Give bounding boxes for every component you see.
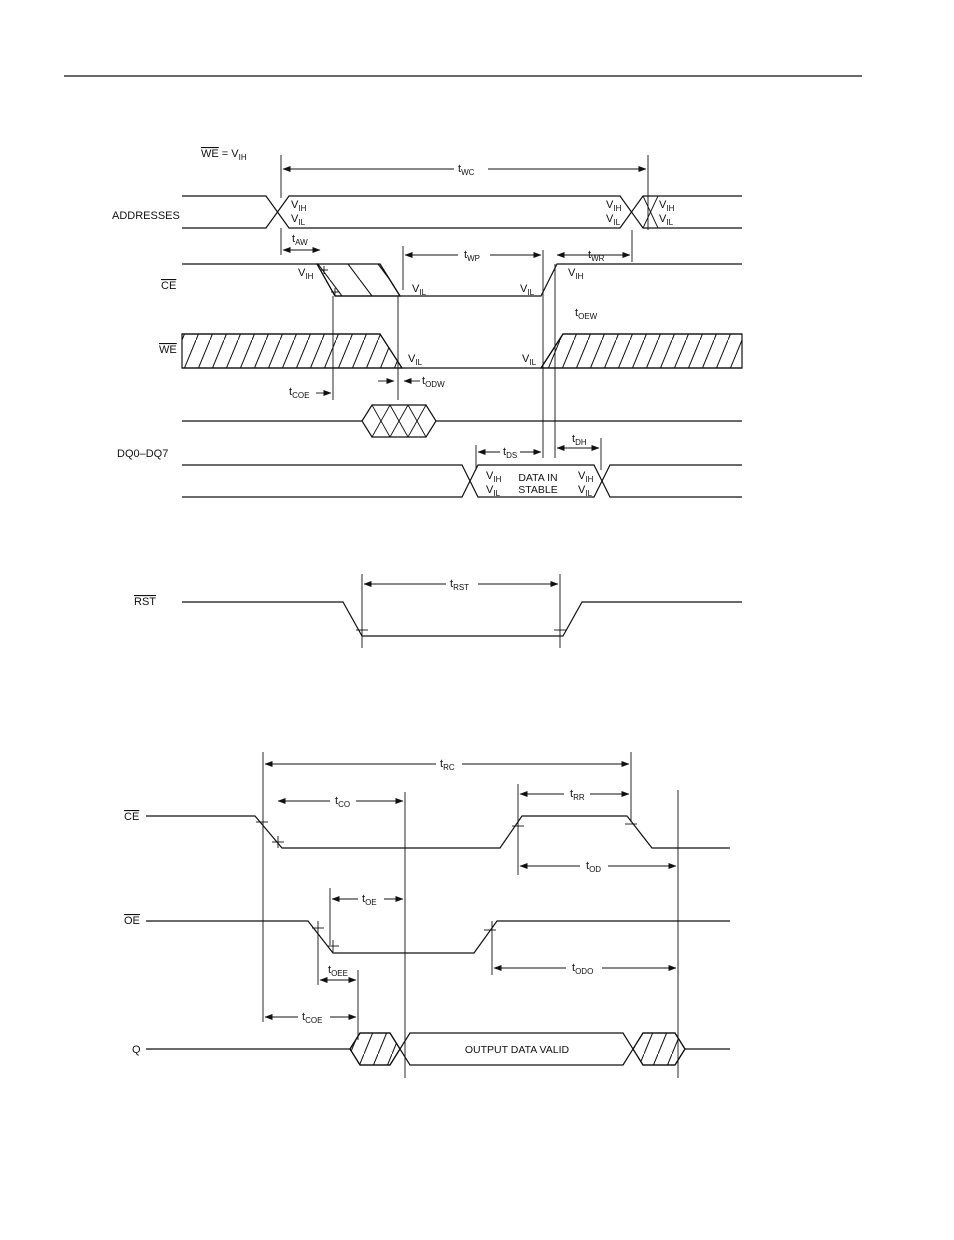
toew-label: tOEW — [575, 307, 598, 321]
addresses-waveform — [182, 196, 742, 228]
ce-vih-left: VIH — [298, 267, 314, 281]
data-in-label: DATA IN — [518, 472, 557, 484]
todw-label: tODW — [422, 375, 445, 389]
twr-label: tWR — [588, 249, 605, 263]
data-stable-label: STABLE — [518, 484, 558, 496]
write-tcoe-label: tCOE — [289, 386, 309, 400]
we-waveform — [182, 334, 742, 368]
dq-vih-right: VIH — [578, 470, 594, 484]
read-ce-label: CE — [124, 811, 139, 823]
addresses-label: ADDRESSES — [112, 210, 180, 222]
tds-label: tDS — [503, 446, 517, 460]
read-cycle-diagram: tRC tCO tRR CE tOD tOE OE — [124, 752, 730, 1078]
ce-label: CE — [161, 280, 176, 292]
oe-waveform — [146, 921, 730, 953]
write-cycle-diagram: WE = VIH tWC ADDRESSES VIH VIL VIH VIL V… — [112, 148, 742, 498]
rst-waveform — [182, 602, 742, 636]
addr-vih-right: VIH — [659, 199, 675, 213]
reset-diagram: RST tRST — [134, 574, 742, 648]
q-label: Q — [132, 1044, 141, 1056]
todo-label: tODO — [572, 962, 593, 976]
dq-label: DQ0–DQ7 — [117, 448, 168, 460]
q-waveform — [146, 1033, 730, 1065]
dq-vih-left: VIH — [486, 470, 502, 484]
we-label: WE — [159, 344, 177, 356]
read-tcoe-label: tCOE — [302, 1011, 322, 1025]
addr-vih-left: VIH — [291, 199, 307, 213]
toe-label: tOE — [362, 893, 377, 907]
trst-label: tRST — [450, 578, 469, 592]
output-data-valid-label: OUTPUT DATA VALID — [465, 1044, 570, 1056]
twc-label: tWC — [458, 163, 475, 177]
trc-label: tRC — [440, 758, 455, 772]
oe-label: OE — [124, 915, 140, 927]
addr-vil-mid: VIL — [606, 213, 621, 227]
tod-label: tOD — [586, 860, 601, 874]
condition-sub: IH — [239, 153, 247, 162]
twp-label: tWP — [464, 249, 480, 263]
read-ce-waveform — [146, 816, 730, 848]
we-vil-right: VIL — [522, 353, 537, 367]
toee-label: tOEE — [328, 964, 348, 978]
ce-vil-left: VIL — [412, 283, 427, 297]
addr-vil-right: VIL — [659, 213, 674, 227]
condition-eq: = V — [219, 148, 240, 160]
addr-vil-left: VIL — [291, 213, 306, 227]
tco-label: tCO — [335, 795, 350, 809]
tdh-label: tDH — [572, 433, 587, 447]
ce-waveform — [182, 264, 742, 296]
addr-vih-mid: VIH — [606, 199, 622, 213]
trr-label: tRR — [570, 788, 585, 802]
dq-vil-right: VIL — [578, 484, 593, 498]
taw-label: tAW — [292, 233, 308, 247]
rst-label: RST — [134, 596, 156, 608]
dq-vil-left: VIL — [486, 484, 501, 498]
we-vil-left: VIL — [408, 353, 423, 367]
ce-vil-right: VIL — [520, 283, 535, 297]
condition-signal: WE — [201, 148, 219, 160]
dq-input-waveform — [182, 465, 742, 497]
condition-label: WE = VIH — [201, 148, 247, 162]
dq-output-transition — [182, 405, 742, 437]
ce-vih-right: VIH — [568, 267, 584, 281]
